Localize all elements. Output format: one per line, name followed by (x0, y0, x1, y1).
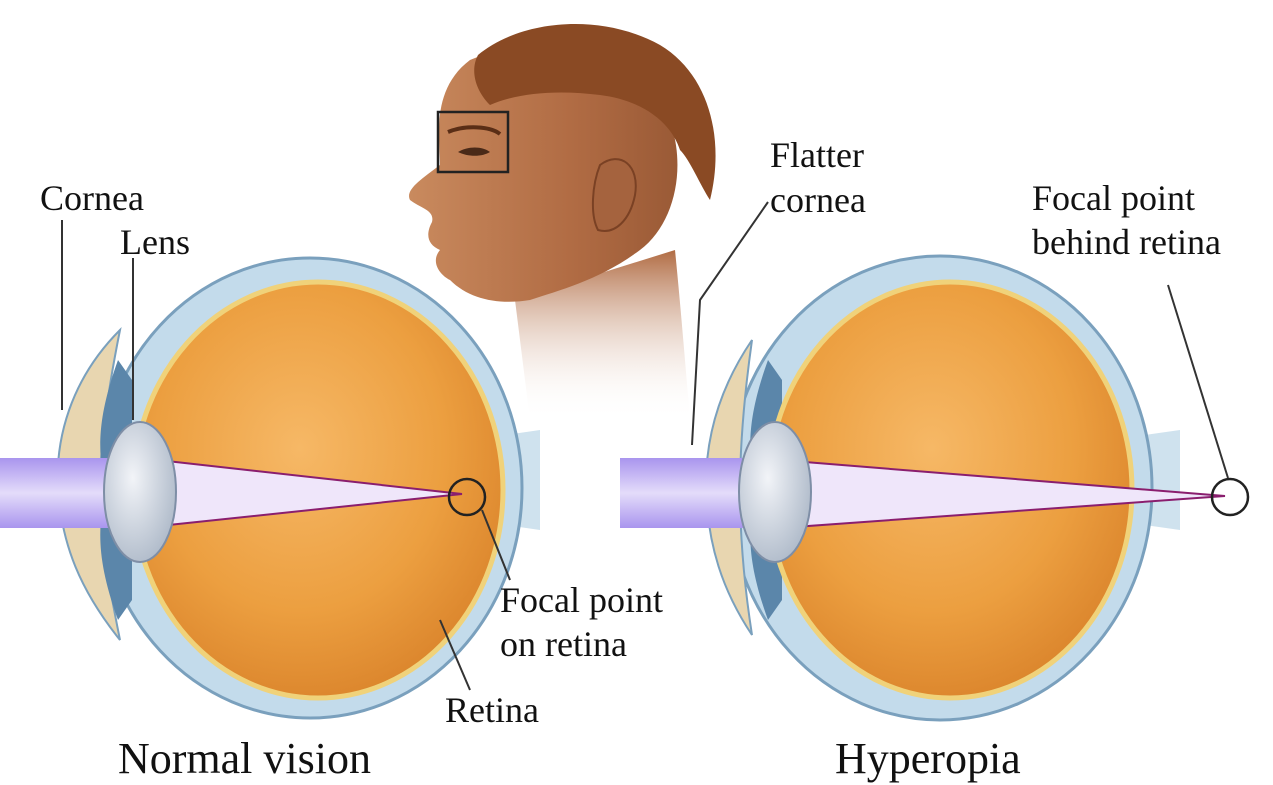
label-focal-on-2: on retina (500, 624, 627, 664)
caption-hyperopia: Hyperopia (835, 735, 1021, 783)
lens-left (104, 422, 176, 562)
hyperopia-eye (620, 202, 1248, 720)
label-focal-behind-1: Focal point (1032, 178, 1195, 218)
caption-normal-vision: Normal vision (118, 735, 371, 783)
label-retina: Retina (445, 690, 539, 730)
label-flatter-cornea-1: Flatter (770, 135, 864, 175)
label-flatter-cornea-2: cornea (770, 180, 866, 220)
label-lens: Lens (120, 222, 190, 262)
label-cornea: Cornea (40, 178, 144, 218)
normal-eye (0, 220, 540, 718)
lens-right (739, 422, 811, 562)
label-focal-behind-2: behind retina (1032, 222, 1221, 262)
label-focal-on-1: Focal point (500, 580, 663, 620)
